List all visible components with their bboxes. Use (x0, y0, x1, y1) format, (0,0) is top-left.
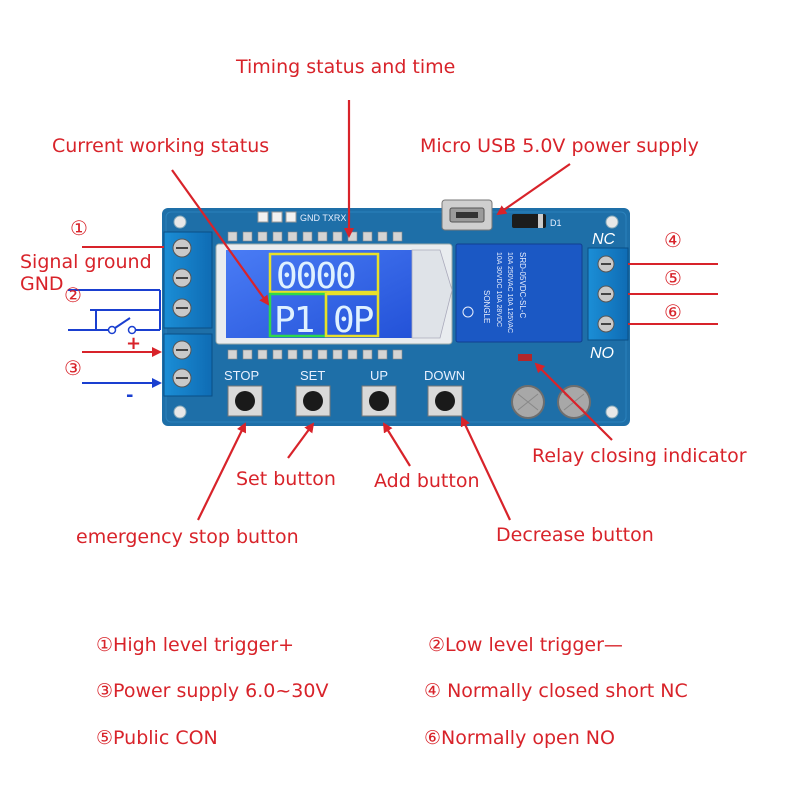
silk-d1: D1 (550, 218, 562, 228)
lcd-bottom-digits: P1 0P (274, 300, 374, 341)
legend-item-1: ①High level trigger+ (96, 636, 294, 655)
header-pins (257, 211, 297, 223)
diode-d1 (512, 214, 546, 228)
signal-ground-label: Signal ground (20, 251, 152, 273)
set-button-label: Set button (236, 468, 336, 490)
relay-text-rating-2: 10A 30VDC 10A 28VDC (495, 252, 502, 327)
silk-header-label: GND TXRX (300, 213, 346, 223)
legend-num-6: ⑥ (424, 727, 442, 749)
legend-item-5: ⑤Public CON (96, 729, 218, 748)
left-terminal-block-bottom (163, 333, 213, 397)
lcd-top-digits: 0000 (276, 256, 355, 297)
timing-status-label: Timing status and time (236, 56, 456, 78)
terminal-marker-1: ① (70, 216, 88, 240)
legend-num-2: ② (428, 634, 446, 656)
nc-label: NC (592, 231, 616, 248)
annotation-arrows (171, 100, 613, 521)
micro-usb-label: Micro USB 5.0V power supply (420, 135, 699, 157)
legend-text-4: Normally closed short NC (441, 680, 688, 702)
up-silk-label: UP (370, 368, 388, 383)
terminal-marker-2: ② (64, 283, 82, 307)
down-silk-label: DOWN (424, 368, 465, 383)
terminal-marker-3: ③ (64, 356, 82, 380)
gnd-label: GND (20, 273, 64, 295)
legend-num-3: ③ (96, 680, 114, 702)
decrease-button-label: Decrease button (496, 524, 654, 546)
legend-text-2: Low level trigger— (445, 634, 623, 656)
relay-led (518, 354, 532, 361)
relay: SRD-05VDC-SL-C 10A 250VAC 10A 125VAC 10A… (455, 243, 583, 343)
relay-text-rating-1: 10A 250VAC 10A 125VAC (506, 252, 513, 333)
left-terminal-block-top (163, 231, 213, 329)
plus-sign: + (126, 333, 141, 354)
set-button[interactable] (295, 385, 331, 417)
legend-text-5: Public CON (113, 727, 218, 749)
legend-text-1: High level trigger+ (113, 634, 295, 656)
right-terminal-block (587, 247, 629, 341)
legend-text-3: Power supply 6.0~30V (113, 680, 329, 702)
up-button[interactable] (361, 385, 397, 417)
legend-text-6: Normally open NO (441, 727, 615, 749)
legend-num-1: ① (96, 634, 114, 656)
micro-usb-port (441, 199, 493, 231)
legend-item-6: ⑥Normally open NO (424, 729, 615, 748)
capacitor (511, 385, 545, 419)
relay-text-brand: SONGLE (482, 290, 491, 323)
add-button-label: Add button (374, 470, 480, 492)
stop-button[interactable] (227, 385, 263, 417)
terminal-marker-5: ⑤ (664, 266, 682, 290)
down-button[interactable] (427, 385, 463, 417)
set-silk-label: SET (300, 368, 325, 383)
relay-text-model: SRD-05VDC-SL-C (518, 252, 527, 318)
legend-item-4: ④ Normally closed short NC (424, 682, 688, 701)
terminal-marker-6: ⑥ (664, 300, 682, 324)
relay-indicator-label: Relay closing indicator (532, 445, 747, 467)
lcd-pins (227, 231, 403, 360)
emergency-stop-label: emergency stop button (76, 526, 299, 548)
legend-item-3: ③Power supply 6.0~30V (96, 682, 328, 701)
minus-sign: - (126, 385, 133, 406)
legend-item-2: ②Low level trigger— (428, 636, 623, 655)
no-label: NO (590, 345, 614, 362)
left-wiring (68, 246, 164, 388)
current-working-status-label: Current working status (52, 135, 270, 157)
terminal-marker-4: ④ (664, 228, 682, 252)
legend-num-4: ④ (424, 680, 442, 702)
timing-status-highlight (268, 252, 380, 294)
lcd-display: 0000 P1 0P (215, 243, 453, 345)
right-wiring (628, 263, 718, 325)
stop-silk-label: STOP (224, 368, 259, 383)
legend-num-5: ⑤ (96, 727, 114, 749)
